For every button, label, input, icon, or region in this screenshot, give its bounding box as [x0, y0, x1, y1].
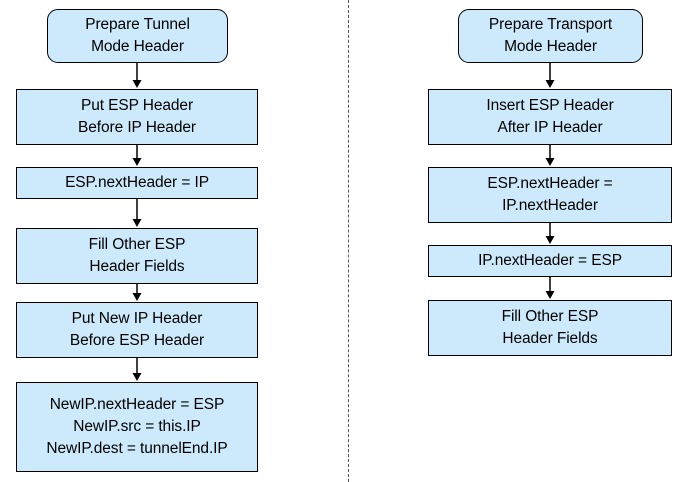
node-transport-fill-other-line-2: Header Fields: [502, 330, 598, 347]
arrow-tunnel-start-to-put-esp: [132, 63, 142, 88]
arrow-transport-ip-nextheader-to-fill-other: [545, 277, 555, 299]
arrow-tunnel-fill-other-to-put-new-ip: [132, 284, 142, 301]
node-tunnel-esp-nextheader[interactable]: ESP.nextHeader = IP: [16, 167, 258, 199]
node-tunnel-fill-other-line-1: Fill Other ESP: [88, 236, 186, 253]
node-tunnel-put-new-ip-line-1: Put New IP Header: [71, 310, 203, 327]
node-tunnel-put-esp-line-2: Before IP Header: [78, 119, 196, 136]
node-tunnel-start-line-2: Mode Header: [91, 38, 184, 55]
node-tunnel-start-line-1: Prepare Tunnel: [85, 16, 190, 33]
node-transport-insert-esp-line-1: Insert ESP Header: [486, 97, 614, 114]
node-tunnel-newip-fields-line-3: NewIP.dest = tunnelEnd.IP: [46, 440, 228, 457]
node-tunnel-esp-nextheader-line-1: ESP.nextHeader = IP: [65, 174, 209, 191]
node-transport-ip-nextheader[interactable]: IP.nextHeader = ESP: [428, 245, 672, 277]
node-tunnel-newip-fields-line-2: NewIP.src = this.IP: [73, 418, 201, 435]
arrow-transport-insert-esp-to-nextheader: [545, 145, 555, 166]
node-tunnel-fill-other-line-2: Header Fields: [89, 258, 185, 275]
node-tunnel-newip-fields[interactable]: NewIP.nextHeader = ESP NewIP.src = this.I…: [16, 382, 258, 472]
node-transport-insert-esp-line-2: After IP Header: [497, 119, 603, 136]
node-transport-start-line-1: Prepare Transport: [488, 16, 613, 33]
node-transport-esp-nextheader[interactable]: ESP.nextHeader = IP.nextHeader: [428, 167, 672, 223]
arrow-tunnel-put-new-ip-to-newip-fields: [132, 358, 142, 381]
node-transport-fill-other-line-1: Fill Other ESP: [501, 308, 599, 325]
node-tunnel-put-esp-line-1: Put ESP Header: [80, 97, 194, 114]
node-tunnel-newip-fields-line-1: NewIP.nextHeader = ESP: [49, 396, 225, 413]
arrow-transport-start-to-insert-esp: [545, 63, 555, 88]
node-transport-fill-other[interactable]: Fill Other ESP Header Fields: [428, 300, 672, 356]
node-transport-esp-nextheader-line-1: ESP.nextHeader =: [487, 175, 613, 192]
arrow-tunnel-nextheader-to-fill-other: [132, 199, 142, 227]
node-transport-start-line-2: Mode Header: [504, 38, 597, 55]
node-tunnel-fill-other[interactable]: Fill Other ESP Header Fields: [16, 228, 258, 284]
node-tunnel-put-new-ip-line-2: Before ESP Header: [69, 332, 205, 349]
vertical-dashed-divider: [348, 0, 349, 482]
node-transport-esp-nextheader-line-2: IP.nextHeader: [502, 197, 598, 214]
node-transport-ip-nextheader-line-1: IP.nextHeader = ESP: [478, 252, 622, 269]
arrow-transport-nextheader-to-ip-nextheader: [545, 223, 555, 244]
arrow-tunnel-put-esp-to-nextheader: [132, 145, 142, 166]
